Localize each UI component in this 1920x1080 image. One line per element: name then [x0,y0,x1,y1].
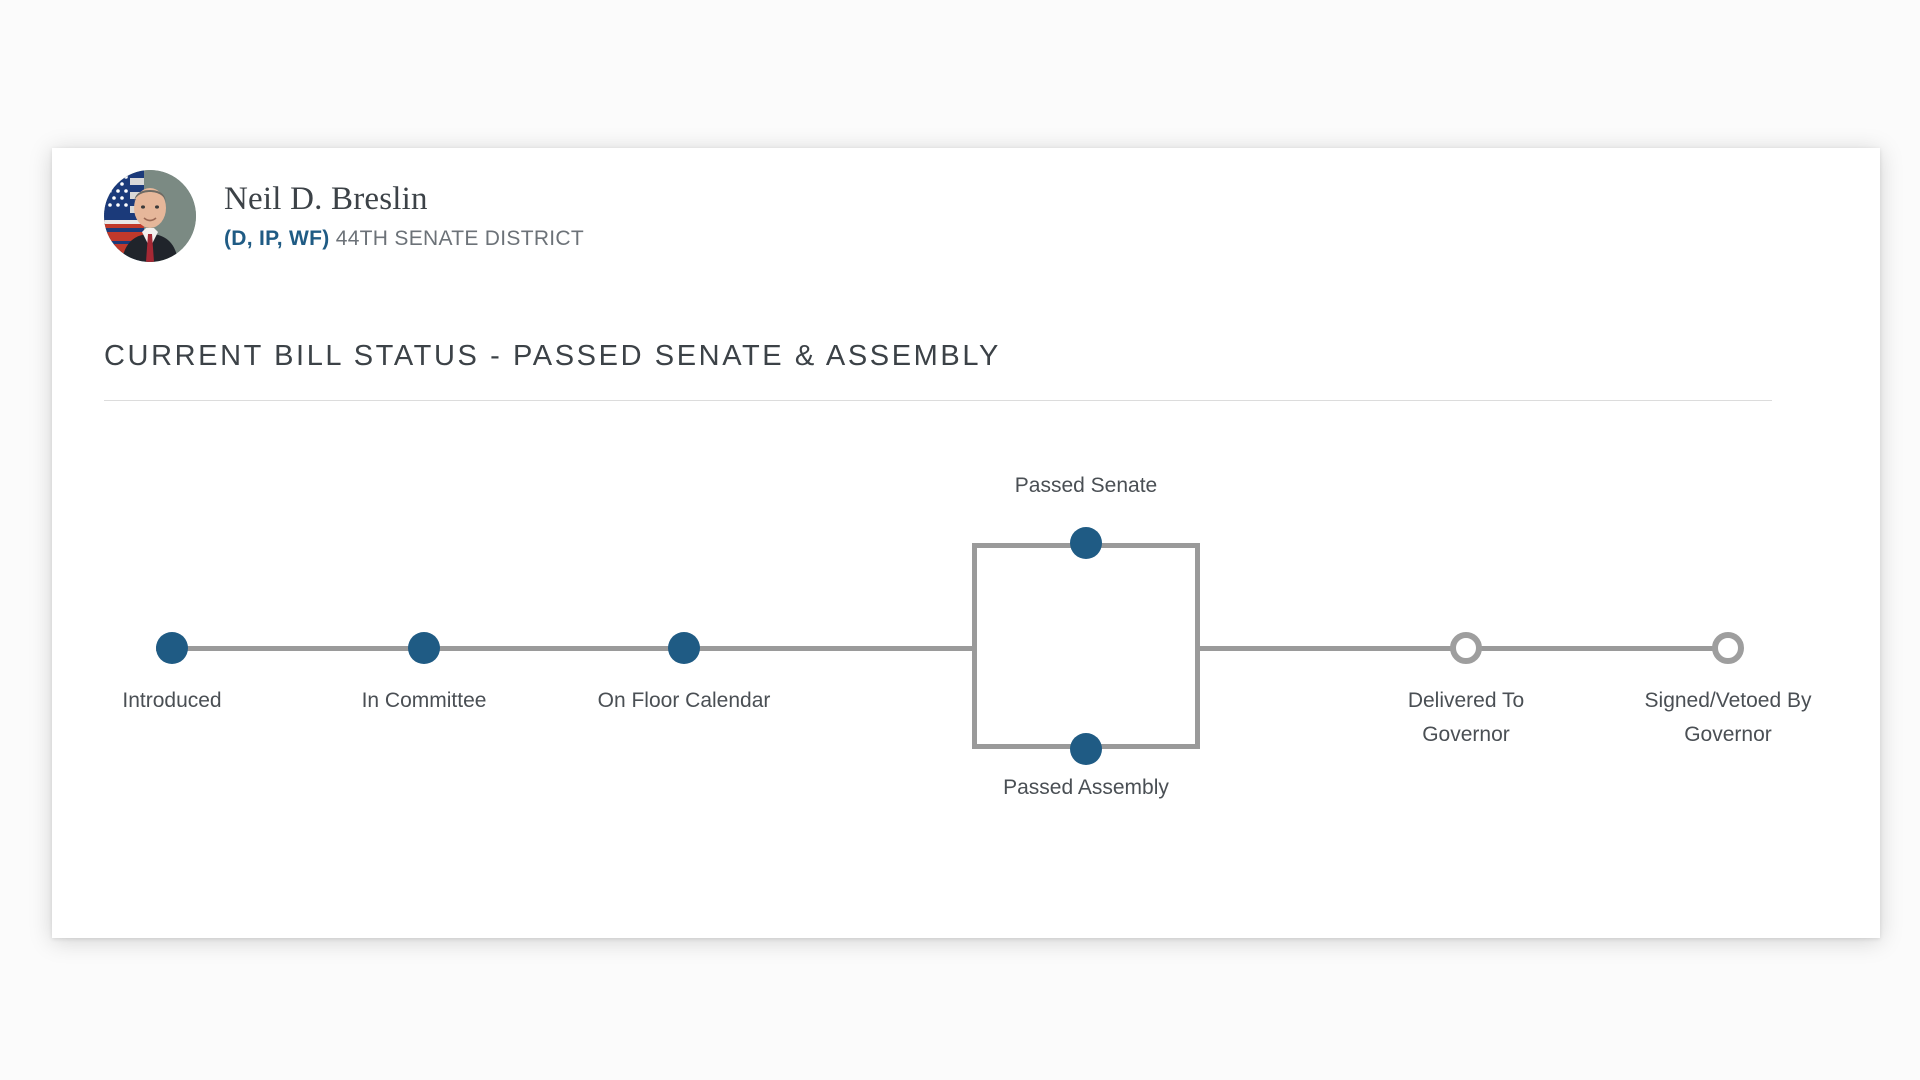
status-label-delivered-to-governor: Delivered To Governor [1407,689,1525,746]
status-node-signed-vetoed-by-governor[interactable] [1712,632,1744,664]
status-label-passed-assembly: Passed Assembly [1003,776,1169,799]
status-node-on-floor-calendar[interactable] [668,632,700,664]
member-identity: Neil D. Breslin (D, IP, WF) 44TH SENATE … [224,181,584,250]
track-segment-1 [156,646,424,651]
member-header: Neil D. Breslin (D, IP, WF) 44TH SENATE … [104,170,584,262]
member-meta: (D, IP, WF) 44TH SENATE DISTRICT [224,227,584,251]
status-node-introduced[interactable] [156,632,188,664]
member-district: 44TH SENATE DISTRICT [335,226,585,250]
status-node-passed-assembly[interactable] [1070,733,1102,765]
status-label-signed-vetoed-by-governor: Signed/Vetoed By Governor [1644,689,1812,746]
track-segment-2 [424,646,684,651]
bill-status-tracker: Introduced In Committee On Floor Calenda… [52,438,1880,858]
status-label-in-committee: In Committee [361,689,487,712]
track-segment-3 [684,646,972,651]
track-segment-5 [1466,646,1728,651]
status-node-passed-senate[interactable] [1070,527,1102,559]
status-node-delivered-to-governor[interactable] [1450,632,1482,664]
status-label-introduced: Introduced [122,689,222,712]
member-party: (D, IP, WF) [224,226,330,250]
status-label-passed-senate: Passed Senate [1014,474,1158,497]
status-label-on-floor-calendar: On Floor Calendar [597,689,771,712]
bill-status-card: Neil D. Breslin (D, IP, WF) 44TH SENATE … [52,148,1880,938]
title-divider [104,400,1772,401]
member-name: Neil D. Breslin [224,181,428,218]
track-segment-4 [1200,646,1466,651]
member-headshot-icon [104,170,196,262]
status-node-in-committee[interactable] [408,632,440,664]
page-title: CURRENT BILL STATUS - PASSED SENATE & AS… [104,340,1001,372]
chamber-branch-box [972,543,1200,749]
